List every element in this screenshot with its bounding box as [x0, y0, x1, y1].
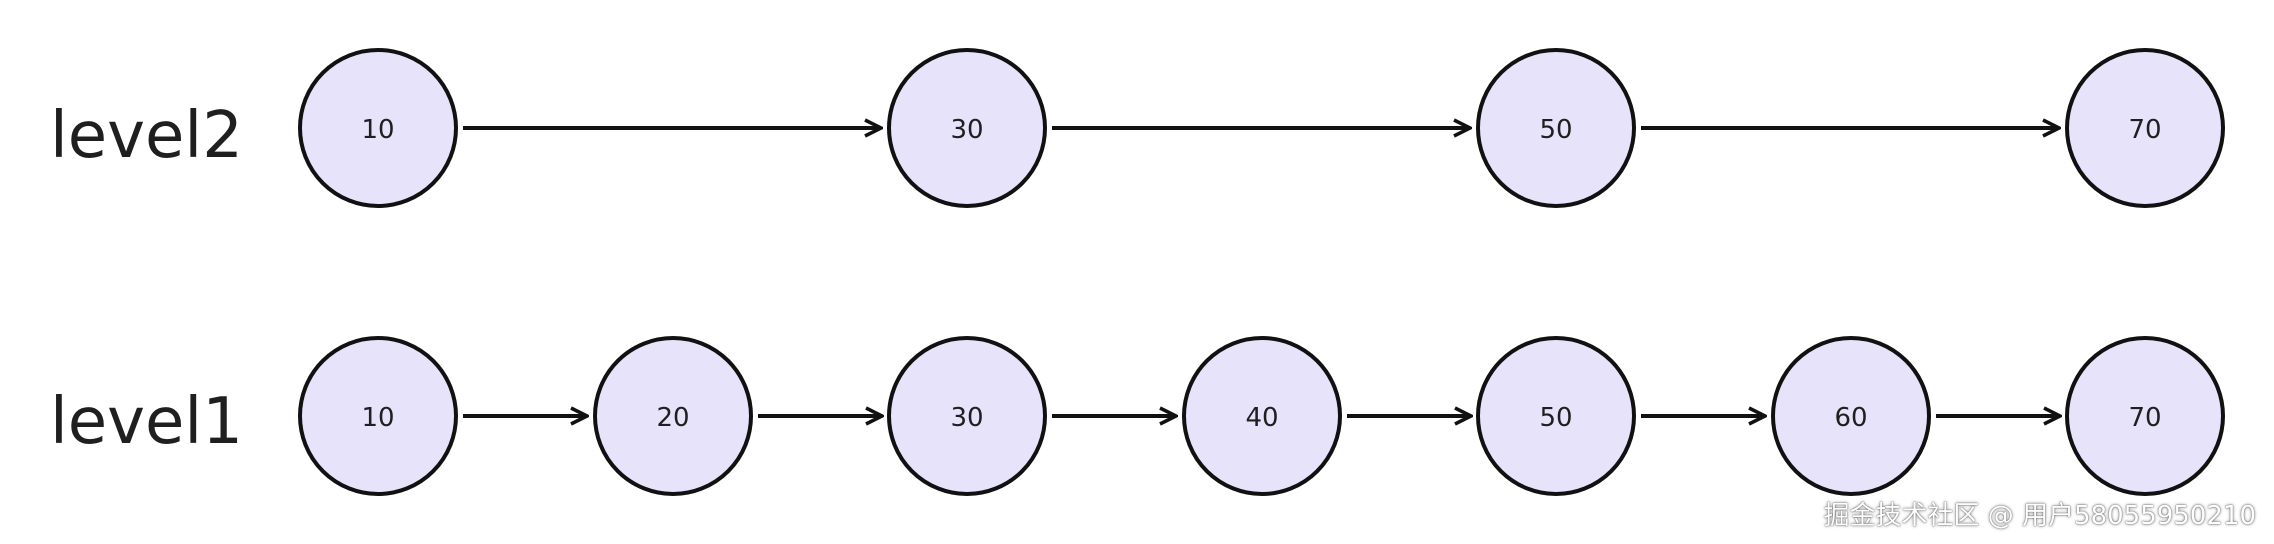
node-value: 50 [1539, 115, 1572, 145]
level2-node-50: 50 [1476, 48, 1636, 208]
node-value: 10 [361, 403, 394, 433]
level2-node-30: 30 [887, 48, 1047, 208]
node-value: 10 [361, 115, 394, 145]
node-value: 30 [950, 403, 983, 433]
node-value: 40 [1245, 403, 1278, 433]
node-value: 20 [656, 403, 689, 433]
level2-node-10: 10 [298, 48, 458, 208]
node-value: 70 [2128, 115, 2161, 145]
node-value: 70 [2128, 403, 2161, 433]
node-value: 50 [1539, 403, 1572, 433]
level1-node-60: 60 [1771, 336, 1931, 496]
level1-node-20: 20 [593, 336, 753, 496]
level1-row: level1 10 20 30 40 50 60 [50, 336, 2225, 496]
level2-label: level2 [50, 99, 243, 173]
level1-node-70: 70 [2065, 336, 2225, 496]
level1-label: level1 [50, 385, 243, 459]
node-value: 30 [950, 115, 983, 145]
watermark: 掘金技术社区 @ 用户58055950210 [1823, 501, 2257, 531]
level1-node-10: 10 [298, 336, 458, 496]
level1-node-40: 40 [1182, 336, 1342, 496]
level2-row: level2 10 30 50 70 [50, 48, 2225, 208]
level1-node-30: 30 [887, 336, 1047, 496]
level2-node-70: 70 [2065, 48, 2225, 208]
node-value: 60 [1834, 403, 1867, 433]
level1-node-50: 50 [1476, 336, 1636, 496]
